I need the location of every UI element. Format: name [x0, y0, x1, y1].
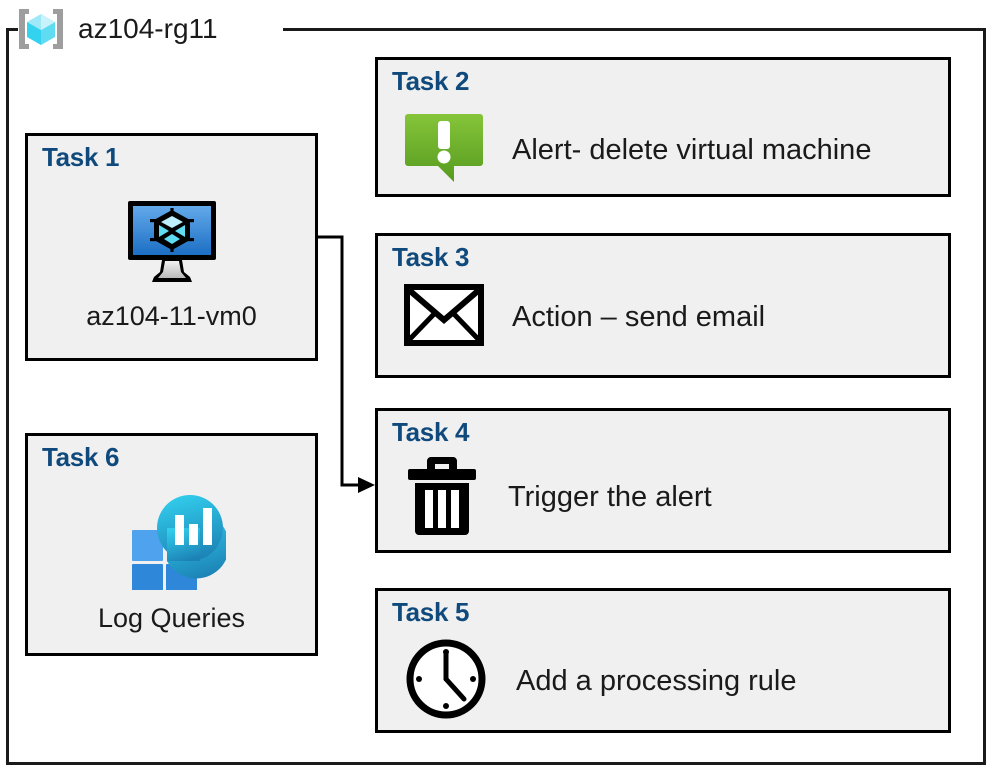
task6-icon-wrap — [28, 486, 315, 595]
task4-row: Trigger the alert — [404, 453, 712, 542]
task1-card[interactable]: Task 1 — [25, 133, 318, 361]
task6-title: Task 6 — [42, 442, 120, 472]
task5-row: Add a processing rule — [404, 637, 797, 726]
task3-row: Action – send email — [404, 284, 765, 351]
task3-card[interactable]: Task 3 Action – send email — [375, 233, 951, 378]
task5-card[interactable]: Task 5 Add a processing rule — [375, 588, 951, 733]
task5-title: Task 5 — [392, 597, 470, 627]
resource-group-name: az104-rg11 — [78, 13, 218, 44]
resource-group-cube-icon — [14, 6, 68, 52]
trash-icon — [404, 453, 480, 542]
clock-icon — [404, 637, 488, 726]
task3-caption: Action – send email — [512, 301, 766, 333]
task2-caption: Alert- delete virtual machine — [512, 134, 872, 166]
task1-title: Task 1 — [42, 142, 120, 172]
task3-title: Task 3 — [392, 242, 470, 272]
task4-caption: Trigger the alert — [508, 481, 712, 513]
task5-caption: Add a processing rule — [516, 665, 797, 697]
virtual-machine-icon — [124, 198, 220, 291]
task1-caption: az104-11-vm0 — [86, 301, 257, 331]
envelope-icon — [404, 284, 484, 351]
resource-group-frame — [6, 28, 986, 765]
alert-exclamation-icon — [404, 108, 484, 193]
task2-row: Alert- delete virtual machine — [404, 108, 871, 193]
task1-icon-wrap — [28, 198, 315, 291]
task6-card[interactable]: Task 6 — [25, 433, 318, 656]
task4-card[interactable]: Task 4 Trigger the alert — [375, 408, 951, 553]
resource-group-label: az104-rg11 — [14, 4, 218, 54]
task2-card[interactable]: Task 2 Alert- delete virtual machine — [375, 57, 951, 197]
task6-caption: Log Queries — [97, 603, 246, 633]
task4-title: Task 4 — [392, 417, 470, 447]
log-analytics-icon — [118, 486, 229, 595]
task2-title: Task 2 — [392, 66, 470, 96]
